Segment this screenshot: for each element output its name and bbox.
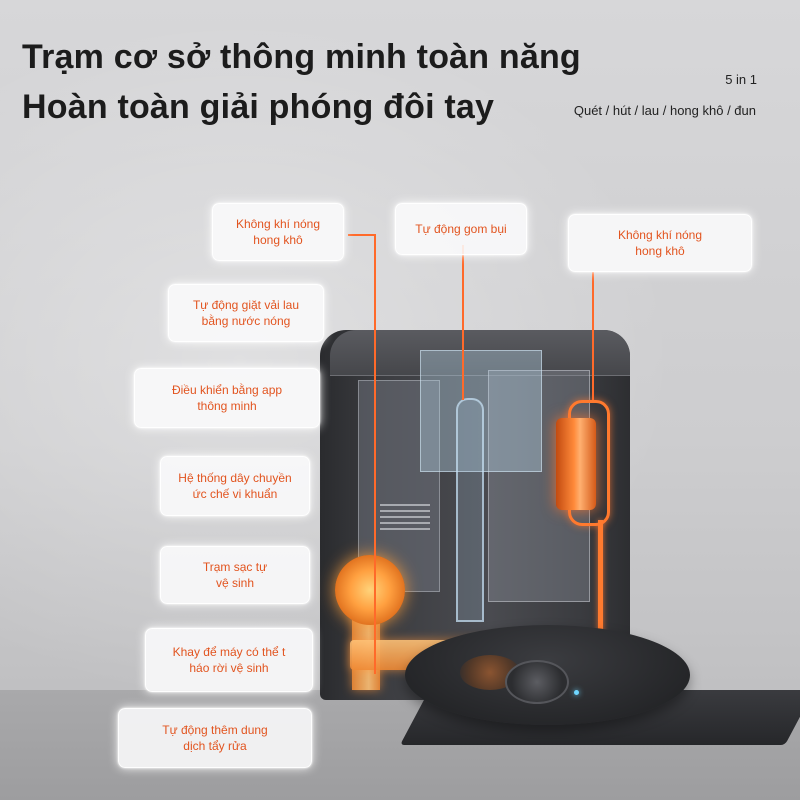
dust-pipe: [456, 398, 484, 622]
leader-line: [348, 234, 376, 236]
robot-indicator-led: [574, 690, 579, 695]
feature-label-app-control: Điều khiển bằng app thông minh: [134, 368, 320, 428]
tagline-functions: Quét / hút / lau / hong khô / đun: [573, 103, 756, 118]
feature-label-self-cleaning-dock: Trạm sạc tự vệ sinh: [160, 546, 310, 604]
tagline-count: 5 in 1: [725, 72, 757, 87]
feature-label-hot-air-drying-right: Không khí nóng hong khô: [568, 214, 752, 272]
feature-label-antibacterial-system: Hệ thống dây chuyền ức chế vi khuẩn: [160, 456, 310, 516]
feature-label-hot-water-mop-wash: Tự động giặt vải lau bằng nước nóng: [168, 284, 324, 342]
vent-grille: [380, 500, 430, 530]
feature-label-removable-tray: Khay để máy có thể t háo rời vệ sinh: [145, 628, 313, 692]
headline-line-2: Hoàn toàn giải phóng đôi tay: [22, 88, 495, 126]
robot-lidar-cap: [505, 660, 569, 704]
dust-bin: [420, 350, 542, 472]
headline-line-1: Trạm cơ sở thông minh toàn năng: [22, 38, 581, 76]
leader-line: [462, 245, 464, 400]
heater-element: [556, 418, 596, 510]
hot-air-duct: [598, 520, 603, 670]
feature-label-auto-detergent: Tự động thêm dung dịch tẩy rửa: [118, 708, 312, 768]
drying-fan: [335, 555, 405, 625]
feature-label-hot-air-drying-left: Không khí nóng hong khô: [212, 203, 344, 261]
leader-line: [374, 234, 376, 674]
station-top-cover: [330, 330, 630, 376]
leader-line: [592, 272, 594, 400]
feature-label-auto-dust-collection: Tự động gom bụi: [395, 203, 527, 255]
